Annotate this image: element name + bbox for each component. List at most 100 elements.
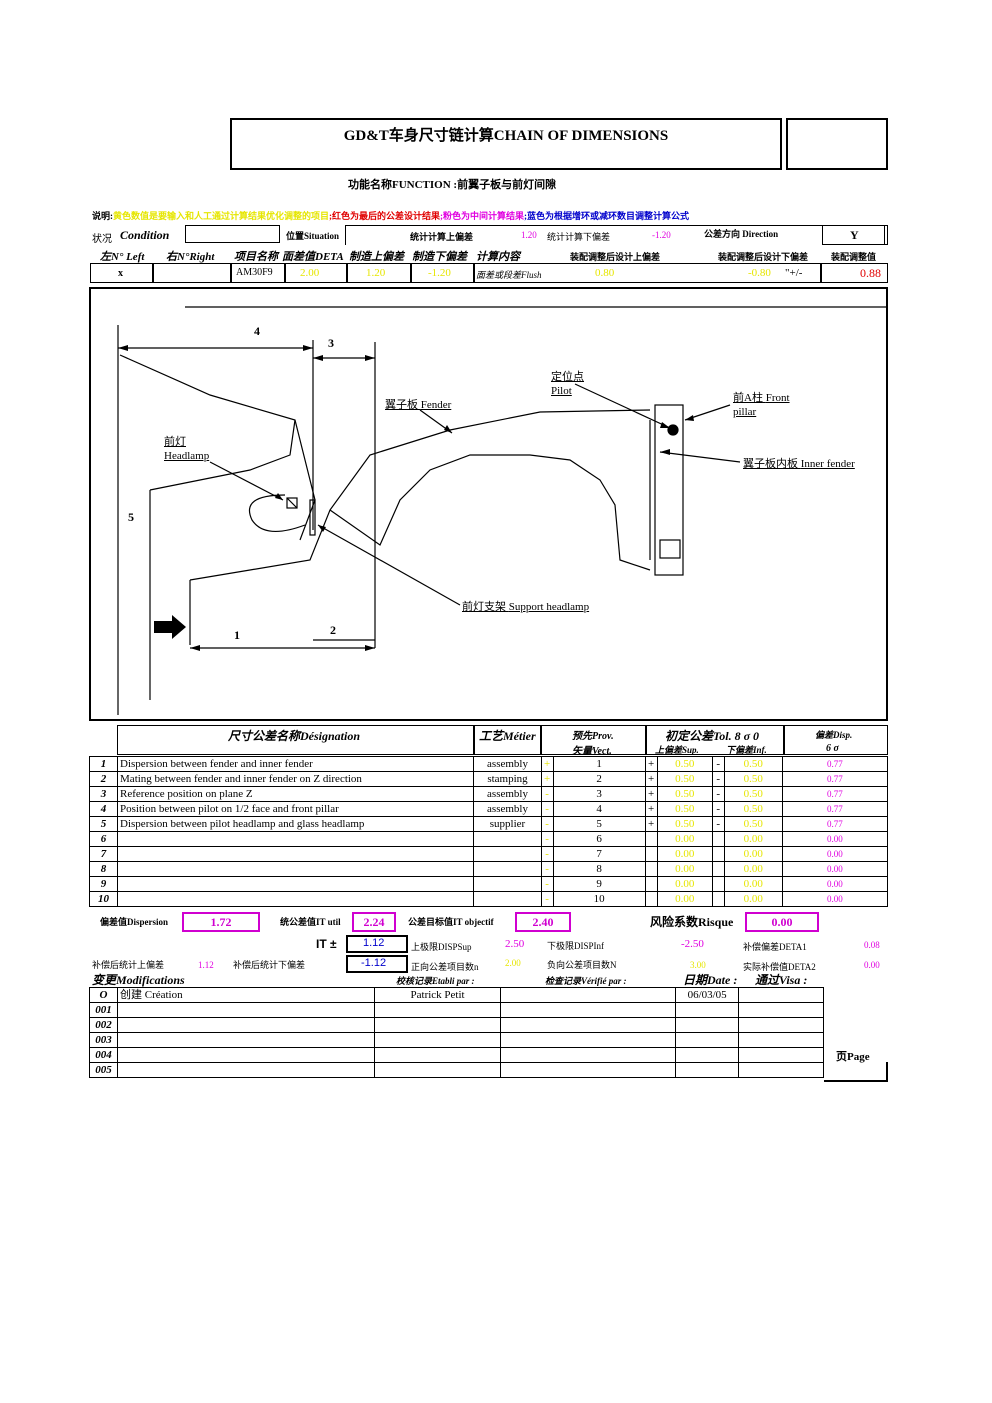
row-plus: +	[644, 756, 658, 772]
row-number: 3	[88, 786, 119, 802]
row-inf: 0.00	[723, 861, 783, 877]
pilot-square	[286, 497, 298, 509]
mod-text	[116, 1017, 375, 1033]
row-sup: 0.00	[656, 861, 713, 877]
it-plus-value: 1.12	[363, 937, 385, 949]
support-bar	[309, 499, 316, 536]
situation-input[interactable]	[345, 225, 885, 245]
row-number: 7	[88, 846, 119, 862]
adj-lower-header: 装配调整后设计下偏差	[718, 252, 809, 262]
itobj-value[interactable]: 2.40	[515, 912, 571, 932]
row-sup: 0.00	[656, 876, 713, 892]
row-designation: Dispersion between pilot headlamp and gl…	[117, 816, 475, 832]
row-inf: 0.50	[723, 816, 783, 832]
mod-by	[373, 1002, 502, 1018]
dim-2-label: 2	[330, 623, 336, 637]
direction-value: Y	[850, 228, 859, 242]
th-disp2: 6 σ	[826, 743, 839, 754]
row-inf: 0.00	[723, 891, 783, 907]
dim-1-label: 1	[234, 628, 240, 642]
mod-visa	[738, 1047, 824, 1063]
row-vector: 2	[552, 771, 646, 787]
fender-cn: 翼子板	[385, 399, 418, 411]
stat-lower-label: 统计计算下偏差	[547, 232, 611, 242]
row-designation: Mating between fender and inner fender o…	[117, 771, 475, 787]
itutil-label: 统公差值IT util	[280, 917, 341, 927]
page-title: GD&T车身尺寸链计算CHAIN OF DIMENSIONS	[343, 128, 669, 144]
row-metier: supplier	[473, 816, 542, 832]
th-sup: 上偏差Sup.	[655, 745, 699, 755]
row-disp: 0.77	[781, 816, 889, 832]
fender-front-edge	[119, 354, 316, 541]
row-vector: 8	[552, 861, 646, 877]
mod-by	[373, 1032, 502, 1048]
row-number: 4	[88, 801, 119, 817]
row-designation: Position between pilot on 1/2 face and f…	[117, 801, 475, 817]
row-minus: -	[711, 786, 725, 802]
value-lower: -1.20	[428, 267, 451, 279]
page-label: 页Page	[836, 1051, 870, 1063]
row-inf: 0.00	[723, 846, 783, 862]
row-sup: 0.00	[656, 831, 713, 847]
th-div-4	[783, 725, 785, 755]
row-plus	[644, 891, 658, 907]
row-sup: 0.50	[656, 771, 713, 787]
support-leader	[317, 524, 461, 606]
direction-arrow-icon	[154, 615, 186, 639]
mod-visa	[738, 987, 824, 1003]
row-inf: 0.00	[723, 876, 783, 892]
row-sign: +	[540, 771, 554, 787]
stat-upper-label: 统计计算上偏差	[410, 232, 474, 242]
lower-header: 制造下偏差	[412, 251, 467, 263]
mod-date	[675, 1017, 740, 1033]
row-designation	[117, 831, 475, 847]
mod-text: 创建 Création	[116, 987, 375, 1003]
row-number: 8	[88, 861, 119, 877]
row-disp: 0.00	[781, 846, 889, 862]
neg-count-value: 3.00	[690, 960, 706, 970]
mod-by	[373, 1047, 502, 1063]
diagram-frame	[89, 287, 888, 721]
row-number: 10	[88, 891, 119, 907]
th-designation: 尺寸公差名称Désignation	[228, 729, 361, 743]
dispsup-label: 上极限DISPSup	[411, 942, 472, 952]
adj-value-header: 装配调整值	[831, 252, 877, 262]
row-sign: -	[540, 786, 554, 802]
inner-fender-label: 翼子板内板 Inner fender	[743, 455, 855, 471]
value-row	[90, 263, 888, 283]
comp-upper-label: 补偿后统计上偏差	[92, 960, 165, 970]
support-cn: 前灯支架	[462, 601, 506, 613]
row-plus	[644, 876, 658, 892]
mod-date: 06/03/05	[675, 987, 740, 1003]
dispinf-value: -2.50	[681, 938, 704, 950]
dispinf-label: 下极限DISPInf	[547, 941, 605, 951]
row-minus	[711, 876, 725, 892]
condition-input[interactable]	[185, 225, 280, 243]
mod-verified	[500, 987, 677, 1003]
row-plus	[644, 831, 658, 847]
pillar-en2: pillar	[733, 406, 757, 418]
row-vector: 1	[552, 756, 646, 772]
headlamp-shape	[248, 494, 306, 532]
row-number: 2	[88, 771, 119, 787]
situation-label: 位置Situation	[286, 231, 340, 241]
th-div-1	[473, 725, 475, 755]
row-disp: 0.00	[781, 891, 889, 907]
neg-count-label: 负向公差项目数N	[547, 960, 617, 970]
value-item: AM30F9	[236, 267, 273, 278]
visa-label: 通过Visa :	[755, 973, 808, 987]
row-disp: 0.00	[781, 861, 889, 877]
legend-red: ;红色为最后的公差设计结果	[329, 211, 441, 221]
row-disp: 0.00	[781, 831, 889, 847]
title-side-box	[786, 118, 888, 170]
mod-date	[675, 1032, 740, 1048]
row-metier	[473, 876, 542, 892]
direction-box[interactable]	[822, 225, 888, 245]
row-vector: 4	[552, 801, 646, 817]
row-vector: 7	[552, 846, 646, 862]
